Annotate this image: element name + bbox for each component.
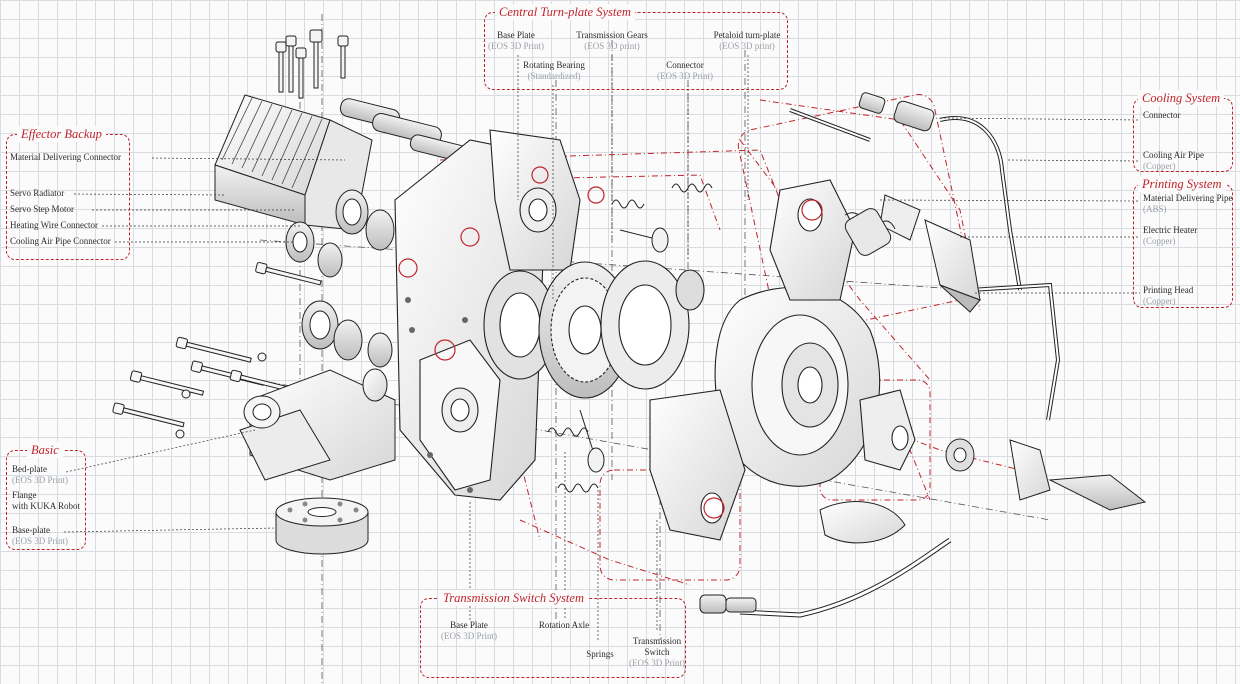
cooling-system-title: Cooling System (1138, 90, 1225, 106)
cooling-system-group: Cooling System (1133, 90, 1233, 172)
label-cooling-air-pipe: Cooling Air Pipe (Copper) (1143, 150, 1205, 171)
label-cooling-air-pipe-connector: Cooling Air Pipe Connector (10, 236, 111, 246)
label-electric-heater: Electric Heater (Copper) (1143, 225, 1198, 246)
basic-housing (239, 368, 396, 481)
label-flange: Flange with KUKA Robot (12, 490, 81, 511)
left-bolts (112, 261, 322, 439)
label-servo-radiator: Servo Radiator (10, 188, 65, 198)
label-central-connector: Connector (EOS 3D Print) (657, 60, 713, 81)
label-servo-step-motor: Servo Step Motor (10, 204, 74, 214)
rotation-axle (579, 227, 669, 473)
label-cooling-connector: Connector (1143, 110, 1181, 120)
printing-head (819, 194, 1147, 544)
central-turn-plate-group: Central Turn-plate System (484, 4, 788, 90)
base-ring (275, 497, 369, 555)
label-rotating-bearing: Rotating Bearing (Standardized) (523, 60, 585, 81)
top-screws (275, 29, 349, 99)
central-turn-plate-title: Central Turn-plate System (495, 4, 635, 20)
springs (547, 183, 713, 493)
transmission-switch-group: Transmission Switch System (420, 590, 686, 678)
effector-backup-group: Effector Backup (6, 126, 130, 260)
label-rotation-axle: Rotation Axle (538, 620, 590, 630)
printing-system-title: Printing System (1138, 176, 1226, 192)
label-printing-head: Printing Head (Copper) (1143, 285, 1194, 306)
basic-title: Basic (27, 442, 63, 458)
label-bed-plate: Bed-plate (EOS 3D Print) (12, 464, 68, 485)
basic-group: Basic (6, 442, 86, 550)
label-material-delivering-connector: Material Delivering Connector (10, 152, 121, 162)
red-markers (398, 166, 823, 519)
label-heating-wire-connector: Heating Wire Connector (10, 220, 98, 230)
label-central-base-plate: Base Plate (EOS 3D Print) (488, 30, 544, 51)
gear-assembly (483, 260, 705, 399)
main-frame (394, 129, 581, 501)
label-base-plate: Base-plate (EOS 3D Print) (12, 525, 68, 546)
label-petaloid-turn-plate: Petaloid turn-plate (EOS 3D print) (713, 30, 781, 51)
printing-system-group: Printing System (1133, 176, 1233, 308)
petaloid-turn-plate (649, 179, 916, 541)
transmission-switch-title: Transmission Switch System (439, 590, 588, 606)
label-ts-base-plate: Base Plate (EOS 3D Print) (441, 620, 497, 641)
effector-backup-title: Effector Backup (17, 126, 106, 142)
cooling-connectors (699, 92, 935, 614)
label-springs: Springs (586, 649, 614, 659)
label-transmission-switch: Transmission Switch (EOS 3D Print) (629, 636, 685, 668)
label-transmission-gears: Transmission Gears (EOS 3D print) (576, 30, 648, 51)
cooling-pipes (739, 108, 1061, 618)
label-material-delivering-pipe: Material Delivering Pipe (ABS) (1143, 193, 1233, 214)
